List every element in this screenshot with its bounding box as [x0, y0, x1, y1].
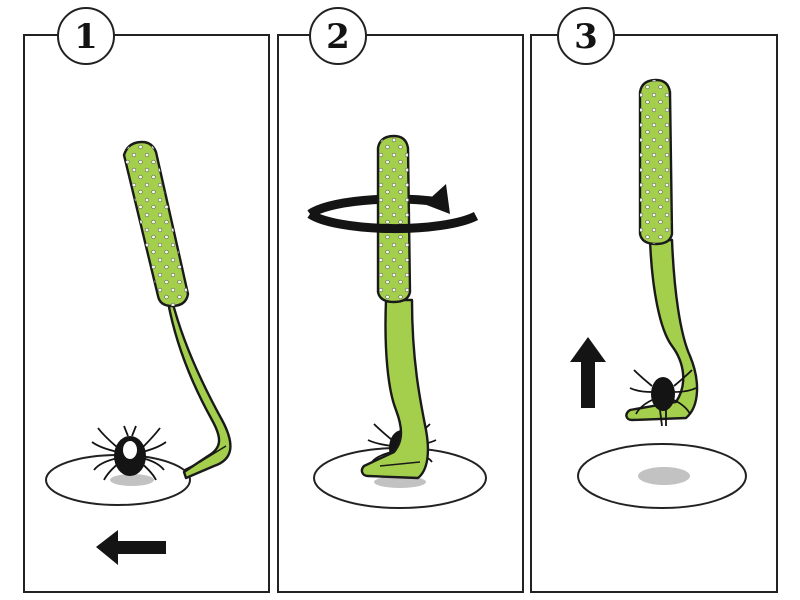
tick-hook-tool	[360, 134, 430, 480]
rotate-arrow-icon	[307, 194, 441, 218]
step-panel-1: 1	[23, 7, 270, 593]
tick	[629, 369, 697, 427]
step-badge: 2	[309, 7, 367, 65]
step-panel-2: 2	[277, 7, 524, 593]
tick	[91, 425, 167, 481]
tick-hook-tool	[625, 78, 699, 422]
step-badge: 3	[557, 7, 615, 65]
bite-shadow	[110, 474, 154, 486]
step-panel-3: 3	[530, 7, 778, 593]
tick-hook-tool	[122, 140, 232, 480]
step-number: 1	[74, 17, 98, 57]
panel-frame	[23, 34, 270, 593]
step-number: 3	[574, 17, 598, 57]
arrow-left-icon	[96, 530, 166, 565]
tick-shield	[123, 441, 137, 459]
step-number: 2	[326, 17, 350, 57]
tick-body	[651, 377, 675, 411]
rotate-arrow-front	[307, 210, 479, 234]
rotate-arrow-head	[424, 184, 450, 214]
arrow-up-icon	[570, 337, 606, 408]
bite-shadow	[638, 467, 690, 485]
step-badge: 1	[57, 7, 115, 65]
